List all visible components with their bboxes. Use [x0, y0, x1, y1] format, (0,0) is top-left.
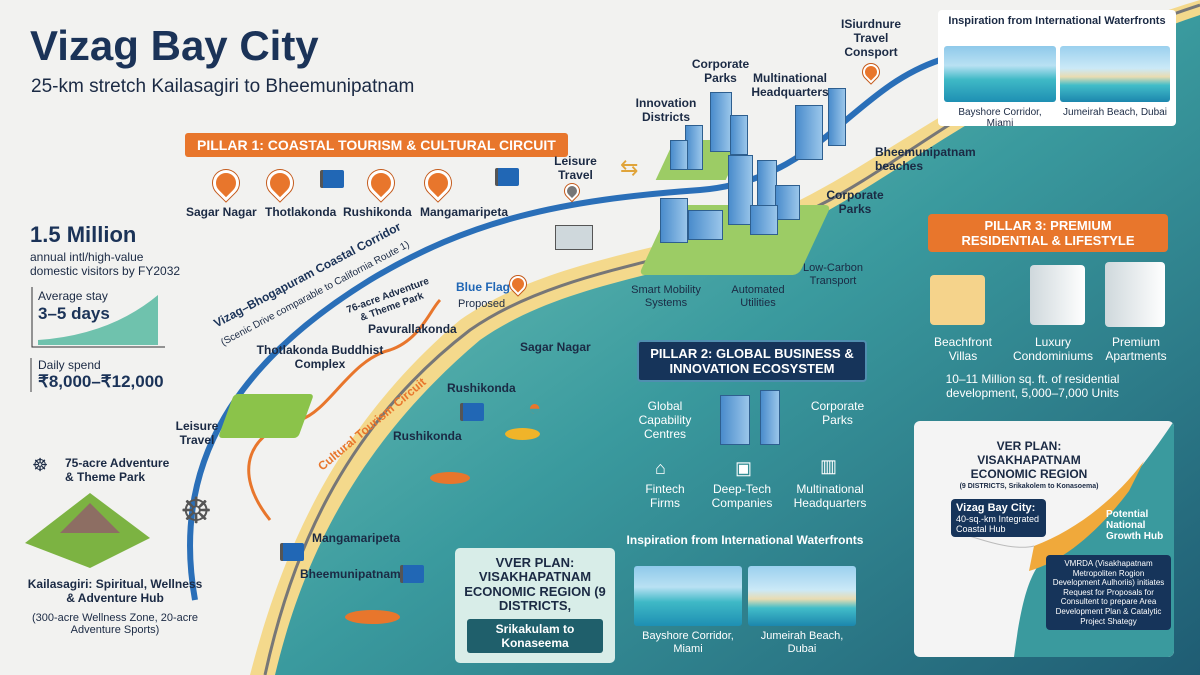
travel-consport-label: ISiurdnure Travel Consport — [840, 17, 901, 59]
pillar2-item: Corporate Parks — [810, 399, 865, 427]
blue-flag-icon — [495, 168, 519, 186]
miami-photo — [634, 566, 742, 626]
jetski-icon — [505, 428, 540, 440]
caption: Bayshore Corridor, Miami — [958, 107, 1042, 129]
villas-icon — [930, 275, 985, 325]
vizag-callout: Vizag Bay City: 40-sq.-km Integrated Coa… — [951, 499, 1046, 537]
miami-photo — [944, 46, 1056, 102]
bheemunipatnam-label: Bheemunipatnam — [300, 567, 401, 581]
kailasagiri-sub: (300-acre Wellness Zone, 20-acre Adventu… — [31, 612, 199, 636]
growth-chart-icon — [31, 287, 165, 348]
ver-title: VVER PLAN: VISAKHAPATNAM ECONOMIC REGION… — [464, 555, 606, 613]
page-title: Vizag Bay City — [30, 22, 319, 69]
multinational-label: Multinational Headquarters — [751, 71, 829, 99]
coastal-corridor — [187, 57, 941, 601]
villas-label: Beachfront Villas — [933, 335, 993, 363]
leisure-travel-label-2: Leisure Travel — [554, 154, 597, 182]
stay-label: Average stay — [38, 289, 108, 303]
pillar2-item: Global Capability Centres — [638, 399, 692, 441]
visitors-value: 1.5 Million — [30, 222, 137, 247]
growth-hub-label: Potential National Growth Hub — [1106, 509, 1164, 542]
thotlakonda-complex-label: Thotlakonda Buddhist Complex — [256, 343, 384, 371]
corporate-parks-label-2: Corporate Parks — [826, 188, 884, 216]
spend-block: Daily spend ₹8,000–₹12,000 — [30, 358, 164, 392]
fintech-icon: ⌂ — [655, 458, 666, 478]
condo-label: Luxury Condominiums — [1012, 335, 1094, 363]
region-title: VER PLAN: VISAKHAPATNAM ECONOMIC REGION — [970, 439, 1088, 481]
region-sub: (9 DISTRICTS, Srikakolem to Konasoema) — [959, 483, 1099, 490]
headquarters-icon: ▥ — [820, 456, 838, 476]
visitors-desc: annual intl/high-value domestic visitors… — [30, 250, 181, 278]
low-carbon-label: Low-Carbon Transport — [803, 262, 863, 287]
caption: Bayshore Corridor, Miami — [642, 630, 734, 655]
residential-summary: 10–11 Million sq. ft. of residential dev… — [945, 372, 1120, 400]
inspiration-title: Inspiration from International Waterfron… — [948, 15, 1166, 27]
condo-icon — [1030, 265, 1085, 325]
pillar2-item: Multinational Headquarters — [793, 482, 867, 510]
dubai-photo — [748, 566, 856, 626]
pavurallakonda-label: Pavurallakonda — [368, 322, 457, 336]
inspiration-title-mid: Inspiration from International Waterfron… — [626, 533, 864, 547]
dubai-photo — [1060, 46, 1170, 102]
cultural-circuit — [247, 298, 442, 521]
ver-sub: Srikakulam to Konaseema — [467, 619, 603, 654]
caption: Jumeirah Beach, Dubai — [760, 630, 844, 655]
chip-icon: ▣ — [735, 458, 753, 478]
kayak-icon — [430, 472, 470, 484]
sagar-nagar-label: Sagar Nagar — [520, 340, 591, 354]
pillar1-banner: PILLAR 1: COASTAL TOURISM & CULTURAL CIR… — [185, 133, 568, 157]
kailasagiri-label: Kailasagiri: Spiritual, Wellness & Adven… — [27, 577, 203, 605]
vmrda-note: VMRDA (Visakhapatnam Metropoliten Rogion… — [1046, 555, 1171, 631]
innovation-label: Innovation Districts — [635, 96, 697, 124]
apartment-icon — [1105, 262, 1165, 327]
stop-label: Sagar Nagar — [186, 205, 257, 219]
proposed-label: Proposed — [458, 298, 506, 310]
signpost-icon: ⇆ — [620, 155, 639, 180]
ferris-wheel-icon: ☸ — [180, 490, 213, 531]
ver-plan-box: VVER PLAN: VISAKHAPATNAM ECONOMIC REGION… — [455, 548, 615, 663]
blue-flag-label: Blue Flag — [456, 280, 511, 294]
stay-value: 3–5 days — [38, 304, 110, 323]
temple-complex-icon — [217, 394, 315, 438]
page-subtitle: 25-km stretch Kailasagiri to Bheemunipat… — [31, 76, 415, 97]
corporate-parks-label: Corporate Parks — [691, 57, 750, 85]
business-buildings-icon — [705, 390, 800, 455]
inspiration-panel-top: Inspiration from International Waterfron… — [938, 10, 1176, 129]
rushikonda-label: Rushikonda — [447, 381, 516, 395]
spend-label: Daily spend — [38, 358, 101, 372]
blue-flag-icon — [400, 565, 424, 583]
apartments-label: Premium Apartments — [1105, 335, 1167, 363]
automated-label: Automated Utilities — [731, 284, 785, 309]
blue-flag-icon — [320, 170, 344, 188]
stop-label: Rushikonda — [343, 205, 412, 219]
spend-value: ₹8,000–₹12,000 — [38, 372, 164, 391]
pillar2-item: Deep-Tech Companies — [711, 482, 773, 510]
ferris-wheel-icon: ☸ — [32, 455, 49, 475]
leisure-travel-label: Leisure Travel — [175, 419, 219, 447]
pillar2-banner: PILLAR 2: GLOBAL BUSINESS & INNOVATION E… — [637, 340, 867, 382]
pillar2-item: Fintech Firms — [645, 482, 685, 510]
stop-label: Mangamaripeta — [420, 205, 509, 219]
adventure-park-label: 75-acre Adventure & Theme Park — [65, 456, 170, 484]
smart-mobility-label: Smart Mobility Systems — [631, 284, 701, 309]
blue-flag-icon — [280, 543, 304, 561]
kailasagiri-hill-icon — [25, 493, 150, 568]
kayak-icon — [345, 610, 400, 624]
blue-flag-icon — [460, 403, 484, 421]
callout-desc: 40-sq.-km Integrated Coastal Hub — [956, 514, 1040, 534]
region-map-card: VER PLAN: VISAKHAPATNAM ECONOMIC REGION … — [914, 421, 1174, 657]
bheem-beaches-label: Bheemunipatnam beaches — [875, 145, 976, 173]
station-icon — [555, 225, 593, 250]
mangamaripeta-label: Mangamaripeta — [312, 531, 401, 545]
caption: Jumeirah Beach, Dubai — [1063, 107, 1167, 118]
rushikonda-label-2: Rushikonda — [393, 429, 462, 443]
pillar3-banner: PILLAR 3: PREMIUM RESIDENTIAL & LIFESTYL… — [928, 214, 1168, 252]
callout-title: Vizag Bay City: — [956, 502, 1036, 514]
parasail-icon: ◓ — [528, 395, 542, 420]
stop-label: Thotlakonda — [265, 205, 337, 219]
